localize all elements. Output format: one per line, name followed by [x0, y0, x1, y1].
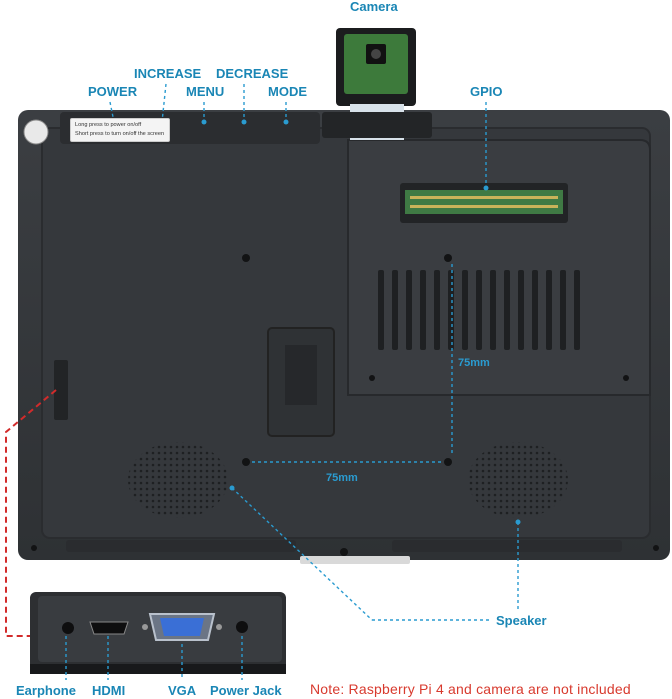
label-speaker: Speaker — [496, 613, 547, 628]
speaker-grill-right — [468, 442, 568, 518]
label-increase: INCREASE — [134, 66, 202, 81]
port-closeup-inset — [30, 592, 286, 674]
label-earphone: Earphone — [16, 683, 76, 698]
sticker-line-1: Long press to power on/off — [75, 122, 142, 128]
label-decrease: DECREASE — [216, 66, 289, 81]
disclaimer-note: Note: Raspberry Pi 4 and camera are not … — [310, 681, 631, 697]
label-menu: MENU — [186, 84, 225, 99]
label-power: POWER — [88, 84, 138, 99]
vesa-mount-holes — [31, 254, 659, 556]
label-camera: Camera — [350, 0, 398, 14]
dimension-vertical: 75mm — [458, 357, 490, 369]
label-gpio: GPIO — [470, 84, 503, 99]
label-power-jack: Power Jack — [210, 683, 282, 698]
speaker-grill-left — [128, 442, 228, 518]
camera-module — [322, 28, 432, 140]
dimension-horizontal: 75mm — [326, 472, 358, 484]
label-vga: VGA — [168, 683, 197, 698]
vent-slots — [378, 270, 580, 350]
label-hdmi: HDMI — [92, 683, 126, 698]
power-instruction-sticker: Long press to power on/off Short press t… — [70, 118, 170, 142]
sticker-line-2: Short press to turn on/off the screen — [75, 131, 165, 137]
label-mode: MODE — [268, 84, 307, 99]
